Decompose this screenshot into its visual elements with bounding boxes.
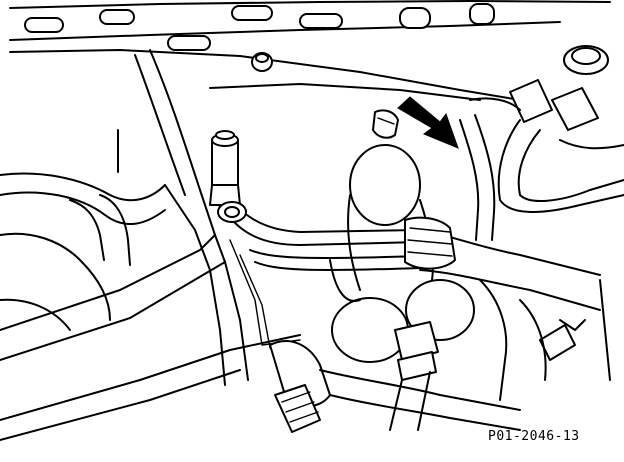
lower-connectors	[269, 279, 611, 433]
figure-reference-code: P01-2046-13	[488, 429, 580, 444]
left-hose-assembly	[0, 49, 201, 331]
panel-bolt-head	[255, 53, 269, 63]
injector-cylinder	[209, 130, 247, 223]
panel-slot	[24, 17, 64, 33]
panel-slot	[399, 7, 431, 29]
hose-connector	[394, 321, 439, 361]
panel-slot	[99, 9, 135, 25]
panel-slot	[299, 13, 343, 29]
panel-slot	[167, 35, 211, 51]
pipe-fitting	[551, 87, 599, 131]
panel-slot	[469, 3, 495, 25]
bulkhead-panel	[9, 0, 611, 101]
panel-slot	[231, 5, 273, 21]
right-pipe-assembly	[459, 45, 624, 241]
support-bar	[0, 184, 301, 441]
arrow-icon	[397, 96, 459, 149]
pipe-clip	[539, 324, 576, 361]
pipe-fitting	[509, 79, 553, 123]
hose-clamp	[372, 109, 456, 270]
